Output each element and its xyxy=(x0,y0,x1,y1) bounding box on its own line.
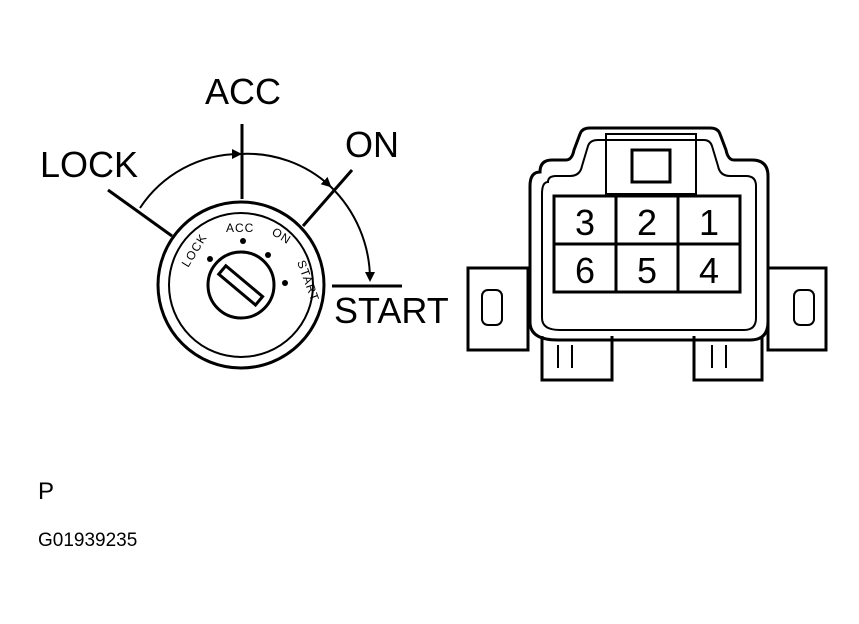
key-slot xyxy=(216,263,265,308)
pin-number: 6 xyxy=(575,250,595,291)
ignition-switch: LOCK ACC ON START LOCK ACC ON START xyxy=(40,71,449,370)
position-label-on: ON xyxy=(345,124,399,165)
detent-dot-start xyxy=(282,280,288,286)
connector-foot-right xyxy=(692,336,764,382)
face-label-start: START xyxy=(294,258,322,303)
wiring-connector: 3 2 1 6 5 4 xyxy=(466,126,828,382)
rotation-arc-on xyxy=(239,152,332,188)
pin-number: 2 xyxy=(637,202,657,243)
switch-face xyxy=(168,212,314,358)
connector-housing xyxy=(528,126,770,342)
face-label-on: ON xyxy=(269,225,293,247)
pin-number: 4 xyxy=(699,250,719,291)
figure-id: G01939235 xyxy=(38,530,138,551)
connector-latch-window xyxy=(630,148,672,184)
rotation-arc-acc xyxy=(139,149,242,209)
mount-tab-right xyxy=(766,266,828,352)
position-label-start: START xyxy=(334,290,449,331)
leader-line-lock xyxy=(107,188,173,238)
switch-outer-ring xyxy=(156,200,326,370)
position-label-acc: ACC xyxy=(205,71,281,112)
face-label-acc: ACC xyxy=(226,221,254,235)
detent-dot-lock xyxy=(207,256,213,262)
position-label-lock: LOCK xyxy=(40,144,138,185)
mount-tab-left xyxy=(466,266,530,352)
detent-dot-on xyxy=(265,252,271,258)
key-cylinder xyxy=(206,250,276,320)
connector-foot-left xyxy=(540,336,614,382)
pin-number: 1 xyxy=(699,202,719,243)
connector-housing-inner xyxy=(541,139,757,331)
view-label: P xyxy=(38,478,55,505)
mount-tab-left-slot xyxy=(481,289,503,326)
mount-tab-right-slot xyxy=(793,289,815,326)
leader-line-on xyxy=(301,169,354,227)
face-label-lock: LOCK xyxy=(179,231,210,270)
detent-dot-acc xyxy=(240,238,246,244)
pin-number: 3 xyxy=(575,202,595,243)
rotation-arc-start xyxy=(329,185,376,282)
connector-latch xyxy=(605,133,697,195)
pin-number: 5 xyxy=(637,250,657,291)
